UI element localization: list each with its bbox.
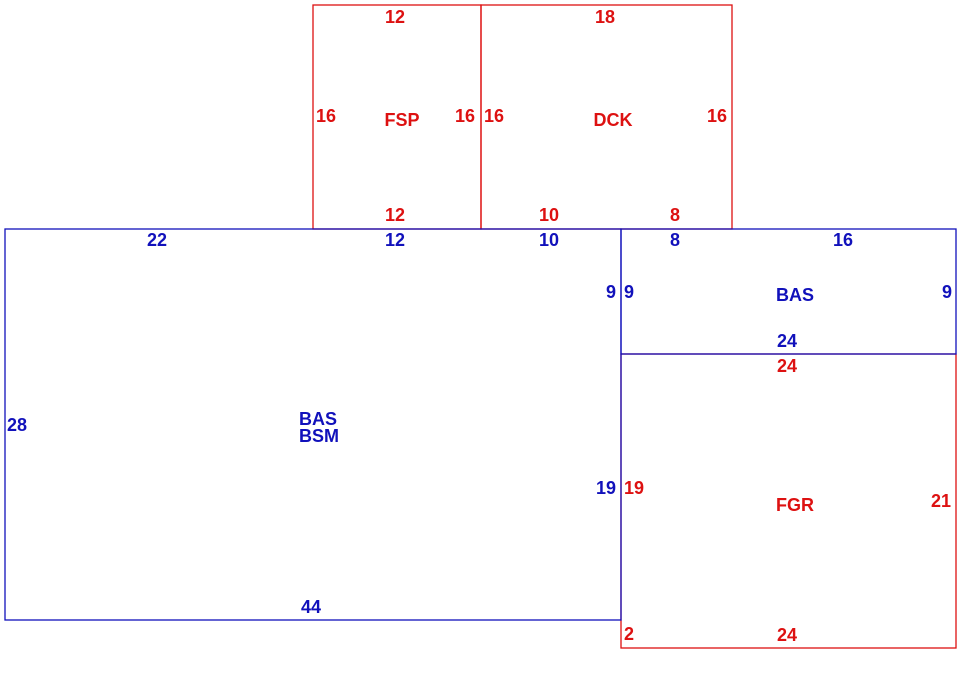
fsp-bottom-dim: 12 bbox=[385, 205, 405, 225]
fgr-left-dim: 19 bbox=[624, 478, 644, 498]
fgr-top-dim: 24 bbox=[777, 356, 797, 376]
bas-small-bottom-dim: 24 bbox=[777, 331, 797, 351]
main-left-dim: 28 bbox=[7, 415, 27, 435]
dck-left-dim: 16 bbox=[484, 106, 504, 126]
fsp-left-dim: 16 bbox=[316, 106, 336, 126]
bas-small-top-dim-a: 8 bbox=[670, 230, 680, 250]
main-bottom-dim: 44 bbox=[301, 597, 321, 617]
main-top-dim-c: 10 bbox=[539, 230, 559, 250]
fsp-right-dim: 16 bbox=[455, 106, 475, 126]
fgr-bottom-left-dim: 2 bbox=[624, 624, 634, 644]
dck-bottom-left-dim: 10 bbox=[539, 205, 559, 225]
dck-top-dim: 18 bbox=[595, 7, 615, 27]
dck-right-dim: 16 bbox=[707, 106, 727, 126]
main-code-bas: BAS bbox=[299, 409, 337, 429]
fgr-right-dim: 21 bbox=[931, 491, 951, 511]
fsp-top-dim: 12 bbox=[385, 7, 405, 27]
bas-small-outline bbox=[620, 228, 957, 355]
dck-code: DCK bbox=[594, 110, 633, 130]
bas-small-right-dim: 9 bbox=[942, 282, 952, 302]
main-right-lower-dim: 19 bbox=[596, 478, 616, 498]
bas-small-top-dim-b: 16 bbox=[833, 230, 853, 250]
main-top-dim-a: 22 bbox=[147, 230, 167, 250]
main-bas-outline bbox=[4, 228, 622, 621]
main-top-dim-b: 12 bbox=[385, 230, 405, 250]
bas-small-code: BAS bbox=[776, 285, 814, 305]
dck-bottom-right-dim: 8 bbox=[670, 205, 680, 225]
bas-small-left-dim: 9 bbox=[624, 282, 634, 302]
fgr-code: FGR bbox=[776, 495, 814, 515]
main-right-upper-dim: 9 bbox=[606, 282, 616, 302]
fgr-bottom-dim: 24 bbox=[777, 625, 797, 645]
fsp-code: FSP bbox=[384, 110, 419, 130]
main-code-bsm: BSM bbox=[299, 426, 339, 446]
